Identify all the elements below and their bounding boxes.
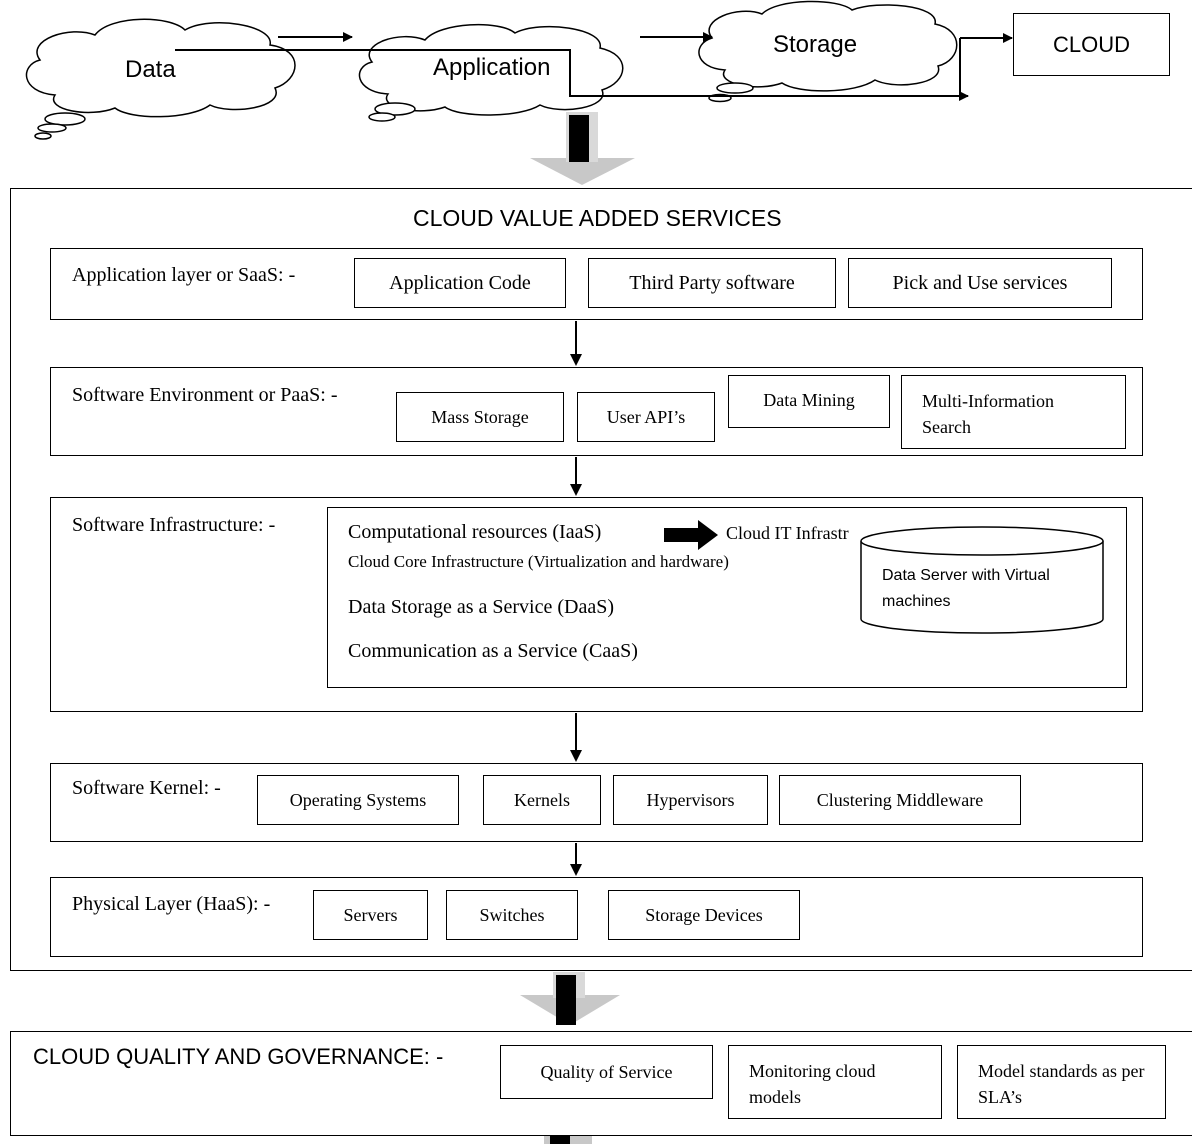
kernel-item-operating-systems: Operating Systems [257,775,459,825]
kernel-item-label: Hypervisors [646,789,735,810]
saas-item-label: Third Party software [629,271,795,294]
application-cloud-label: Application [433,54,551,81]
infra-caas-text: Communication as a Service (CaaS) [348,640,638,662]
physical-layer [50,877,1143,957]
governance-item-quality-of-service: Quality of Service [500,1045,713,1099]
database-cylinder-icon [860,526,1104,634]
governance-item-label: Model standards as per SLA’s [978,1061,1145,1107]
storage-cloud-label: Storage [773,31,858,58]
kernel-item-label: Operating Systems [289,789,427,810]
physical-layer-label: Physical Layer (HaaS): - [72,893,271,915]
paas-item-user-apis: User API’s [577,392,715,442]
physical-item-label: Switches [479,904,545,925]
paas-item-data-mining: Data Mining [728,375,890,428]
infrastructure-layer-label: Software Infrastructure: - [72,514,276,536]
governance-item-label: Monitoring cloud models [749,1061,876,1107]
paas-layer-label: Software Environment or PaaS: - [72,384,338,406]
saas-item-label: Pick and Use services [892,271,1068,294]
block-arrow-down-1 [530,112,635,185]
saas-layer-label: Application layer or SaaS: - [72,264,296,286]
flow-arrows [175,32,1013,101]
physical-item-storage-devices: Storage Devices [608,890,800,940]
data-cloud-label: Data [125,56,176,83]
paas-item-multi-information-search: Multi-Information Search [901,375,1126,449]
kernel-layer-label: Software Kernel: - [72,777,221,799]
paas-item-mass-storage: Mass Storage [396,392,564,442]
database-label: Data Server with Virtual machines [882,567,1050,610]
paas-item-label: Data Mining [763,390,855,410]
infra-daas-text: Data Storage as a Service (DaaS) [348,596,614,618]
value-added-services-title: CLOUD VALUE ADDED SERVICES [413,205,782,231]
governance-title: CLOUD QUALITY AND GOVERNANCE: - [33,1044,444,1069]
infra-cloud-it-text: Cloud IT Infrastr [726,523,849,543]
kernel-item-kernels: Kernels [483,775,601,825]
kernel-item-label: Kernels [514,789,570,810]
physical-item-label: Storage Devices [645,904,763,925]
data-cloud-shape [25,18,296,140]
paas-item-label: User API’s [606,406,686,427]
physical-item-label: Servers [343,904,398,925]
cloud-box: CLOUD [1013,13,1170,76]
physical-item-switches: Switches [446,890,578,940]
saas-item-application-code: Application Code [354,258,566,308]
saas-item-label: Application Code [389,271,531,294]
infra-core-text: Cloud Core Infrastructure (Virtualizatio… [348,552,729,571]
saas-item-third-party-software: Third Party software [588,258,836,308]
infra-iaas-text: Computational resources (IaaS) [348,521,602,543]
paas-item-label: Mass Storage [431,406,529,427]
governance-item-label: Quality of Service [540,1061,673,1082]
arrow-right-icon [664,520,718,550]
physical-item-servers: Servers [313,890,428,940]
kernel-item-hypervisors: Hypervisors [613,775,768,825]
saas-item-pick-and-use: Pick and Use services [848,258,1112,308]
application-cloud-shape [358,23,624,122]
governance-item-monitoring-cloud-models: Monitoring cloud models [728,1045,942,1119]
block-arrow-down-2 [520,972,620,1025]
paas-item-label: Multi-Information Search [922,391,1054,437]
kernel-item-label: Clustering Middleware [816,789,984,810]
cloud-box-label: CLOUD [1052,31,1130,57]
governance-item-model-standards: Model standards as per SLA’s [957,1045,1166,1119]
storage-cloud-shape [698,0,958,103]
kernel-item-clustering-middleware: Clustering Middleware [779,775,1021,825]
